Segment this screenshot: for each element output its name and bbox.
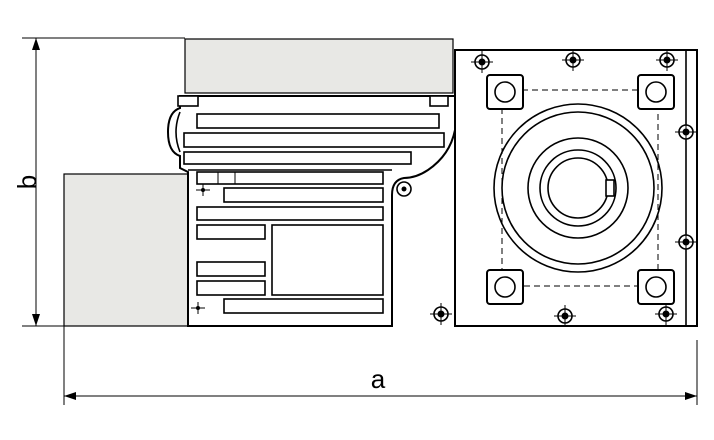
dimension-b: b (12, 37, 185, 327)
mounting-bolt-5 (675, 231, 697, 253)
plate-slot-7 (223, 298, 384, 314)
mounting-bolt-4 (675, 121, 697, 143)
corner-pad-bottom-left (486, 269, 524, 305)
mounting-bolt-8 (655, 303, 677, 325)
dim-b-arrow-top (32, 38, 40, 50)
housing-outline (166, 95, 456, 327)
dim-a-label: a (371, 364, 386, 394)
dim-b-label: b (12, 175, 42, 189)
plate-slot-5 (196, 261, 266, 277)
mounting-bolts (430, 49, 697, 327)
nameplate-window (271, 224, 384, 296)
gearbox-flange (454, 49, 698, 327)
plate-slot-3 (196, 206, 384, 221)
housing-rib-3 (183, 151, 412, 165)
housing-screw-center (401, 186, 407, 192)
top-gray-block (184, 38, 454, 94)
dim-b-arrow-bottom (32, 314, 40, 326)
mounting-bolt-7 (554, 305, 576, 327)
corner-pad-bottom-right (637, 269, 675, 305)
flange-ring-outer (493, 103, 663, 273)
housing-tab-left (177, 95, 199, 107)
dim-a-arrow-left (64, 392, 76, 400)
mounting-bolt-1 (471, 51, 493, 73)
housing-rib-2 (183, 132, 445, 148)
plate-marker-2 (191, 302, 205, 314)
housing-tab-right (429, 95, 449, 107)
housing-rib-1 (196, 113, 440, 129)
dimension-a: a (63, 326, 698, 405)
corner-pad-top-right (637, 74, 675, 110)
housing-side-bump (175, 111, 181, 153)
left-gray-block (63, 173, 189, 327)
flange-ring-2 (501, 111, 655, 265)
dim-a-arrow-right (685, 392, 697, 400)
mounting-bolt-2 (562, 49, 584, 71)
plate-slot-6 (196, 280, 266, 296)
plate-slot-1 (196, 171, 384, 185)
shaft-keyway (605, 179, 615, 197)
plate-slot-4 (196, 224, 266, 240)
motor-housing (166, 95, 456, 327)
mounting-bolt-3 (656, 49, 678, 71)
shaft-bore-outer (539, 149, 617, 227)
plate-slot-2 (223, 187, 384, 203)
corner-pad-top-left (486, 74, 524, 110)
plate-marker-1 (196, 184, 210, 196)
mounting-bolt-6 (430, 303, 452, 325)
flange-ring-3 (527, 137, 629, 239)
